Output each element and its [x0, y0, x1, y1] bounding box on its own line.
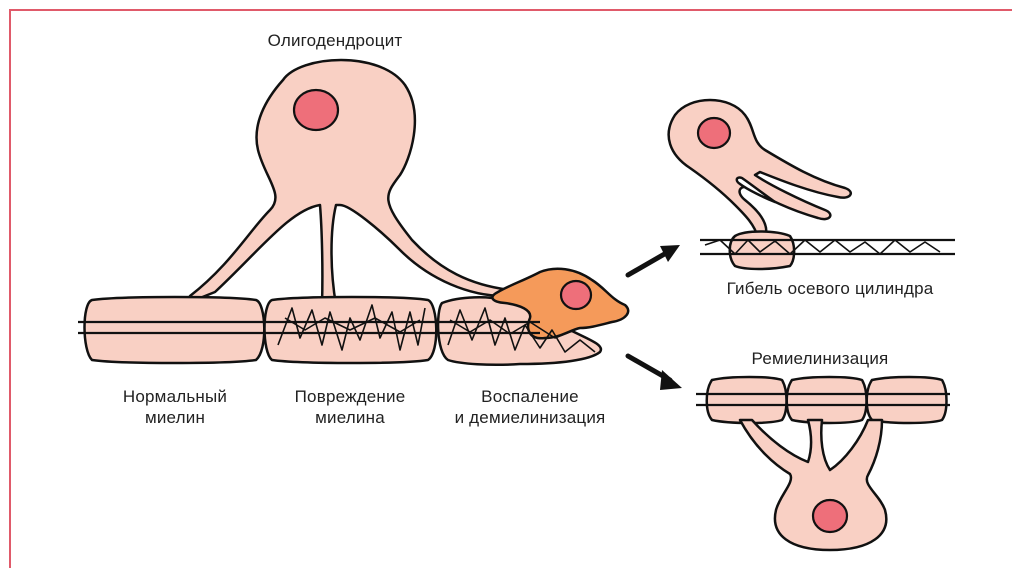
label-inflammation: Воспаление и демиелинизация [440, 386, 620, 428]
arrow-to-remyelination-head [660, 370, 682, 390]
degenerating-nucleus [698, 118, 730, 148]
label-axon-death: Гибель осевого цилиндра [700, 278, 960, 299]
remyelin-segment-2 [787, 377, 867, 423]
remyelin-segment-1 [707, 377, 787, 423]
label-damage-line1: Повреждение [270, 386, 430, 407]
degenerating-oligodendrocyte [669, 100, 851, 238]
label-damage-line2: миелина [270, 407, 430, 428]
label-normal-line2: миелин [95, 407, 255, 428]
label-remyelination: Ремиелинизация [730, 348, 910, 369]
oligodendrocyte-cell [190, 60, 510, 305]
label-inflam-line2: и демиелинизация [440, 407, 620, 428]
remyelinating-nucleus [813, 500, 847, 532]
remyelin-segment-3 [867, 377, 947, 423]
oligodendrocyte-nucleus [294, 90, 338, 130]
myelin-segment-normal [85, 297, 265, 363]
label-normal-myelin: Нормальный миелин [95, 386, 255, 428]
label-oligodendrocyte: Олигодендроцит [250, 30, 420, 51]
remyelinating-oligodendrocyte [740, 420, 886, 550]
arrow-to-axon-death-shaft [628, 252, 668, 275]
macrophage-nucleus [561, 281, 591, 309]
label-normal-line1: Нормальный [95, 386, 255, 407]
label-myelin-damage: Повреждение миелина [270, 386, 430, 428]
label-inflam-line1: Воспаление [440, 386, 620, 407]
